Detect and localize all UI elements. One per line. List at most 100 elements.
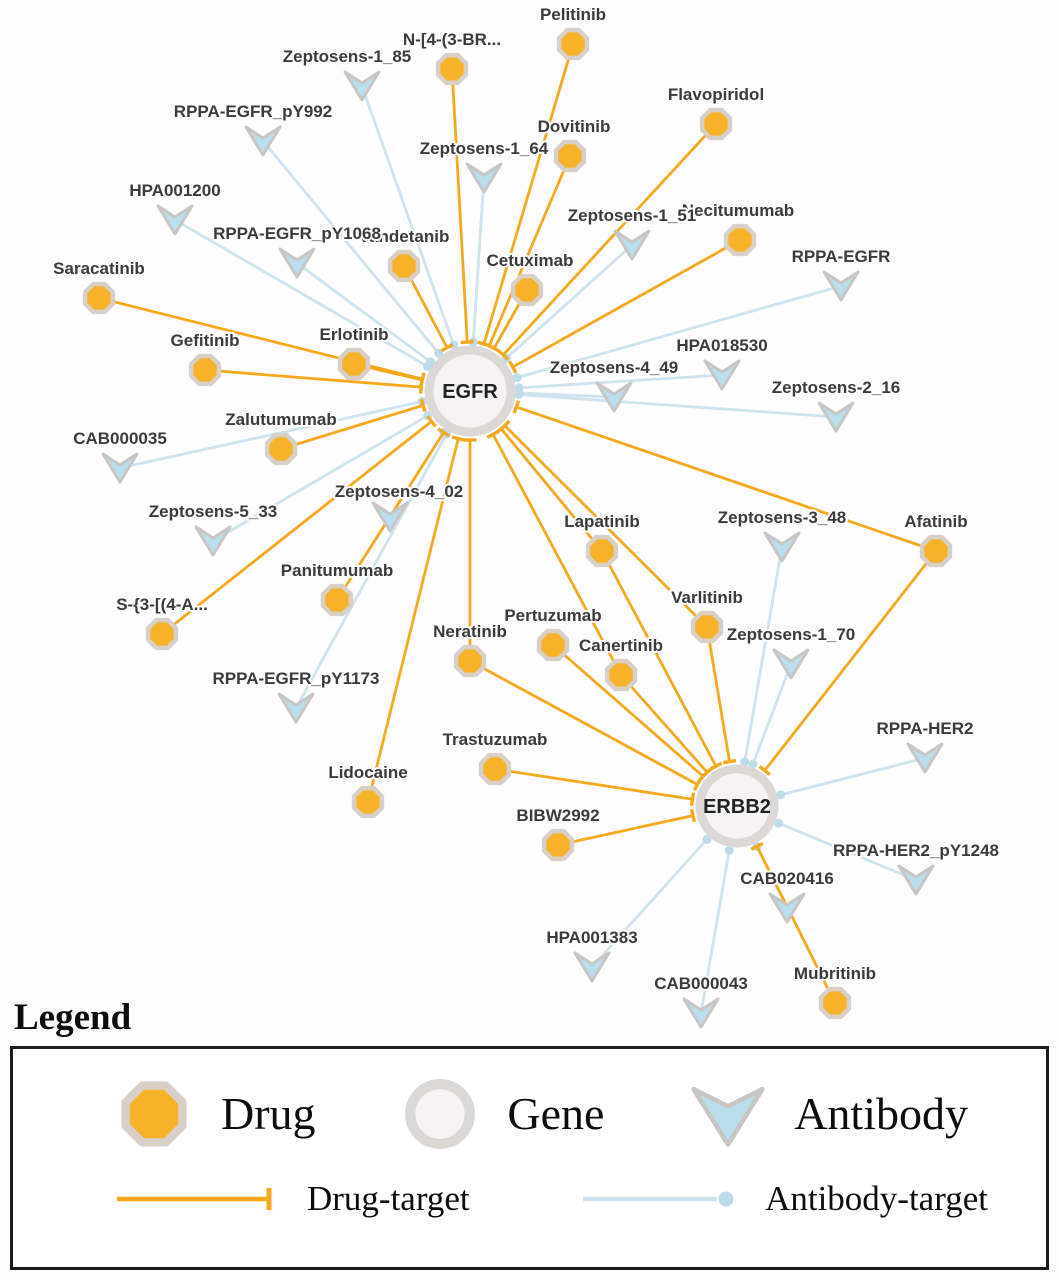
antibody-target-edge-icon <box>583 1191 734 1206</box>
node-label-z2_16: Zeptosens-2_16 <box>772 378 901 397</box>
drug-target-edge-canertinib <box>491 433 623 676</box>
edge-dot-marker <box>426 357 436 367</box>
legend-drug-target-label: Drug-target <box>307 1179 470 1218</box>
edge-dot-marker <box>514 383 524 393</box>
antibody-legend-icon <box>691 1086 765 1147</box>
antibody-node-z1_51[interactable] <box>613 229 651 261</box>
node-label-z4_02: Zeptosens-4_02 <box>335 482 464 501</box>
drug-node-bibw2992[interactable] <box>541 828 575 862</box>
drug-node-lidocaine[interactable] <box>351 785 385 819</box>
drug-target-edge-dovitinib <box>487 155 572 347</box>
antibody-node-hpa018530[interactable] <box>703 359 741 391</box>
drug-target-edge-varlitinib <box>503 424 708 628</box>
antibody-node-cab020416[interactable] <box>768 892 806 924</box>
antibody-target-edge-rppa_her2_py1248 <box>778 821 917 882</box>
edge-tee-marker <box>419 398 427 413</box>
gene-label-egfr: EGFR <box>442 381 498 403</box>
antibody-node-z3_48[interactable] <box>763 531 801 563</box>
drug-target-edge-afatinib <box>763 550 938 772</box>
antibody-node-z1_64[interactable] <box>465 162 503 194</box>
antibody-node-rppa_egfr_py1173[interactable] <box>277 692 315 724</box>
drug-node-pertuzumab[interactable] <box>536 628 570 662</box>
antibody-target-edge-rppa_egfr_py1173 <box>294 433 448 709</box>
drug-node-erlotinib[interactable] <box>337 347 371 381</box>
edge-tee-marker <box>689 808 697 823</box>
antibody-node-z5_33[interactable] <box>194 525 232 557</box>
node-label-canertinib: Canertinib <box>579 636 663 655</box>
drug-node-pelitinib[interactable] <box>556 27 590 61</box>
node-label-bibw2992: BIBW2992 <box>516 806 599 825</box>
antibody-node-z1_85[interactable] <box>343 70 381 102</box>
antibody-node-z2_16[interactable] <box>817 401 855 433</box>
node-label-lapatinib: Lapatinib <box>564 512 640 531</box>
drug-node-s3a[interactable] <box>145 617 179 651</box>
antibody-node-rppa_egfr_py1068[interactable] <box>278 247 316 279</box>
gene-node-erbb2[interactable] <box>695 764 779 848</box>
legend-drug-label: Drug <box>221 1088 316 1139</box>
edge-tee-marker <box>486 429 500 439</box>
antibody-node-cab000043[interactable] <box>682 997 720 1029</box>
drug-target-edge-trastuzumab <box>494 767 693 801</box>
antibody-target-edge-hpa001200 <box>174 218 429 368</box>
drug-node-trastuzumab[interactable] <box>478 752 512 786</box>
node-label-cetuximab: Cetuximab <box>487 251 574 270</box>
drug-node-cetuximab[interactable] <box>510 273 544 307</box>
node-label-saracatinib: Saracatinib <box>53 259 145 278</box>
antibody-node-z1_70[interactable] <box>772 648 810 680</box>
drug-target-edge-mubritinib <box>755 845 837 1004</box>
antibody-target-edge-z1_85 <box>360 85 455 346</box>
drug-node-saracatinib[interactable] <box>82 281 116 315</box>
antibody-node-z4_02[interactable] <box>371 501 409 533</box>
edge-tee-marker <box>498 419 511 432</box>
drug-node-necitumumab[interactable] <box>723 223 757 257</box>
antibody-node-z4_49[interactable] <box>595 381 633 413</box>
edge-tee-marker <box>497 349 510 361</box>
drug-node-panitumumab[interactable] <box>320 583 354 617</box>
node-label-z3_48: Zeptosens-3_48 <box>718 508 847 527</box>
labels-layer: PelitinibN-[4-(3-BR...DovitinibFlavopiri… <box>51 3 1001 995</box>
antibody-node-hpa001200[interactable] <box>156 204 194 236</box>
edges-layer <box>98 43 938 1014</box>
drug-node-lapatinib[interactable] <box>585 534 619 568</box>
drug-target-edge-gefitinib <box>204 368 422 389</box>
node-label-rppa_egfr: RPPA-EGFR <box>792 247 891 266</box>
legend-edge-types-row: Drug-target Antibody-target <box>13 1155 1046 1216</box>
node-label-rppa_her2: RPPA-HER2 <box>877 719 974 738</box>
edge-tee-marker <box>487 343 501 354</box>
antibody-node-hpa001383[interactable] <box>573 951 611 983</box>
drug-node-gefitinib[interactable] <box>188 353 222 387</box>
antibody-node-rppa_her2[interactable] <box>906 742 944 774</box>
drug-node-canertinib[interactable] <box>604 658 638 692</box>
drug-node-varlitinib[interactable] <box>690 610 724 644</box>
node-label-z4_49: Zeptosens-4_49 <box>550 358 679 377</box>
drug-node-mubritinib[interactable] <box>818 986 852 1020</box>
antibody-node-cab000035[interactable] <box>101 452 139 484</box>
node-label-lidocaine: Lidocaine <box>328 763 407 782</box>
edge-tee-marker <box>440 343 454 353</box>
edge-dot-marker <box>434 348 444 358</box>
node-label-rppa_egfr_py1068: RPPA-EGFR_pY1068 <box>213 224 381 243</box>
gene-node-egfr[interactable] <box>424 345 516 437</box>
drug-node-afatinib[interactable] <box>919 534 953 568</box>
antibody-node-rppa_her2_py1248[interactable] <box>897 864 935 896</box>
antibody-node-rppa_egfr[interactable] <box>822 270 860 302</box>
drug-node-flavopiridol[interactable] <box>699 107 733 141</box>
drug-node-vandetanib[interactable] <box>387 249 421 283</box>
edge-tee-marker <box>451 435 465 442</box>
edge-tee-marker <box>508 360 518 374</box>
antibody-target-edge-rppa_egfr_py1068 <box>296 261 432 363</box>
drug-legend-icon <box>121 1081 187 1147</box>
edge-tee-marker <box>512 400 521 414</box>
drug-node-zalutumumab[interactable] <box>264 432 298 466</box>
node-label-cab020416: CAB020416 <box>740 869 834 888</box>
node-label-panitumumab: Panitumumab <box>281 561 393 580</box>
node-label-cab000043: CAB000043 <box>654 974 748 993</box>
drug-node-nbr[interactable] <box>435 52 469 86</box>
node-label-nbr: N-[4-(3-BR... <box>403 30 501 49</box>
legend-item-drug: Drug <box>113 1073 316 1155</box>
node-label-flavopiridol: Flavopiridol <box>668 85 764 104</box>
antibody-node-rppa_egfr_py992[interactable] <box>244 125 282 157</box>
drug-node-neratinib[interactable] <box>453 644 487 678</box>
drug-node-dovitinib[interactable] <box>553 139 587 173</box>
